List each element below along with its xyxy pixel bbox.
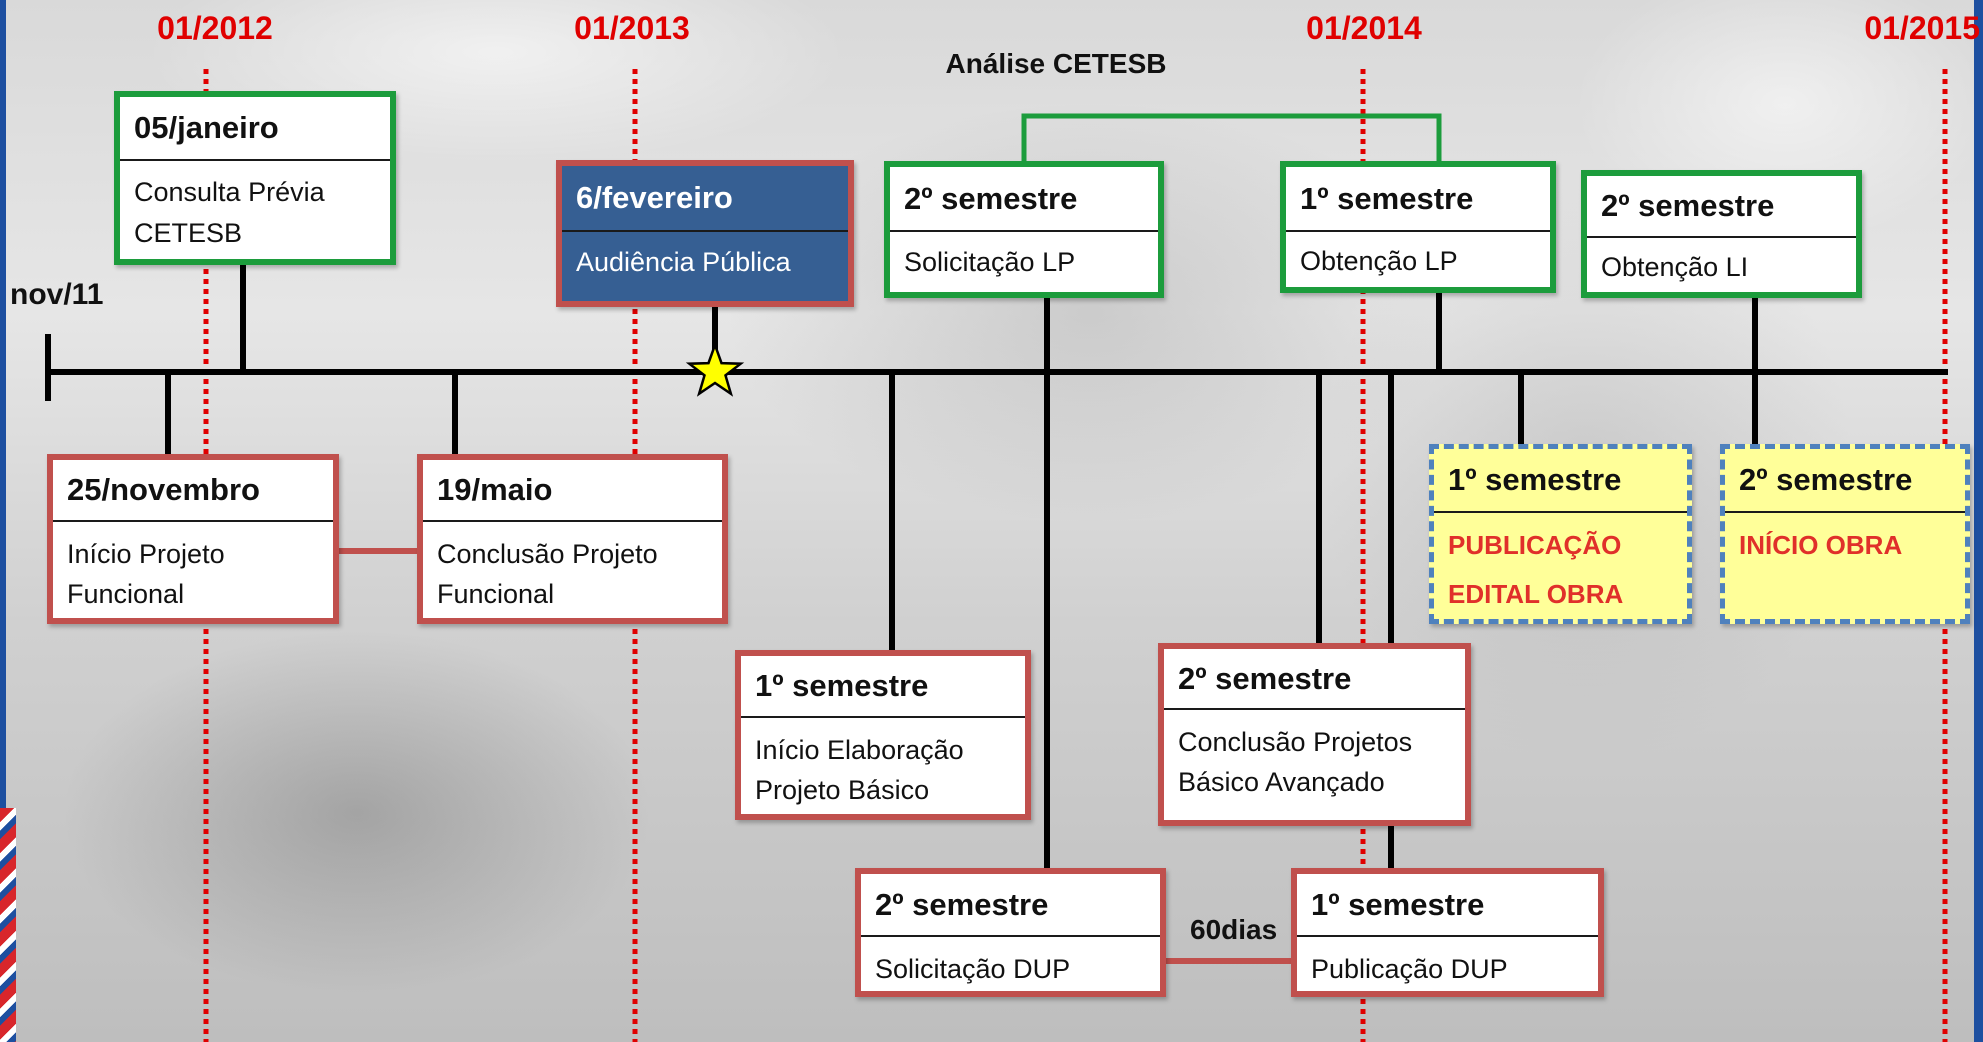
milestone-inicio-projeto-basico: 1º semestre Início Elaboração Projeto Bá… <box>735 650 1031 820</box>
description-line: Início Elaboração <box>755 735 964 765</box>
milestone-description: INÍCIO OBRA <box>1725 513 1965 570</box>
milestone-obtencao-lp: 1º semestre Obtenção LP <box>1280 161 1556 293</box>
milestone-date: 2º semestre <box>861 874 1160 937</box>
milestone-date: 2º semestre <box>1587 176 1856 238</box>
left-edge-band <box>0 0 6 1042</box>
milestone-solicitacao-dup: 2º semestre Solicitação DUP <box>855 868 1166 997</box>
milestone-publicacao-edital-obra: 1º semestre PUBLICAÇÃO EDITAL OBRA <box>1429 444 1692 624</box>
description-line: Obtenção LP <box>1300 246 1458 276</box>
description-line: Audiência Pública <box>576 247 791 277</box>
milestone-description: Solicitação LP <box>890 232 1158 283</box>
description-line: Início Projeto <box>67 539 225 569</box>
description-line: Solicitação DUP <box>875 954 1071 984</box>
milestone-date: 1º semestre <box>1434 449 1687 513</box>
description-line: Funcional <box>437 579 555 609</box>
milestone-date: 1º semestre <box>1286 167 1550 232</box>
description-line: CETESB <box>134 218 243 248</box>
milestone-date: 2º semestre <box>1164 649 1465 710</box>
description-line: Conclusão Projeto <box>437 539 658 569</box>
milestone-date: 1º semestre <box>741 656 1025 718</box>
description-line: Consulta Prévia <box>134 177 325 207</box>
milestone-description: Solicitação DUP <box>861 937 1160 989</box>
milestone-audiencia-publica: 6/fevereiro Audiência Pública <box>556 160 854 307</box>
milestone-date: 1º semestre <box>1297 874 1598 937</box>
year-marker-label: 01/2013 <box>574 10 690 46</box>
milestone-solicitacao-lp: 2º semestre Solicitação LP <box>884 161 1164 298</box>
description-line: Publicação DUP <box>1311 954 1508 984</box>
description-line: Solicitação LP <box>904 247 1076 277</box>
timeline-start-label: nov/11 <box>10 278 104 311</box>
milestone-description: Obtenção LI <box>1587 238 1856 288</box>
milestone-description: Obtenção LP <box>1286 232 1550 282</box>
description-line: Funcional <box>67 579 185 609</box>
milestone-description: Início Projeto Funcional <box>53 522 333 614</box>
description-line: Conclusão Projetos <box>1178 727 1413 757</box>
milestone-inicio-obra: 2º semestre INÍCIO OBRA <box>1720 444 1970 624</box>
milestone-date: 25/novembro <box>53 460 333 522</box>
milestone-description: Conclusão Projetos Básico Avançado <box>1164 710 1465 802</box>
milestone-description: Início Elaboração Projeto Básico <box>741 718 1025 810</box>
description-line: INÍCIO OBRA <box>1739 530 1903 560</box>
description-line: PUBLICAÇÃO <box>1448 530 1622 560</box>
analysis-label: Análise CETESB <box>945 48 1167 79</box>
milestone-description: Conclusão Projeto Funcional <box>423 522 722 614</box>
year-marker-label: 01/2014 <box>1306 10 1422 46</box>
milestone-date: 6/fevereiro <box>562 166 848 232</box>
analysis-bracket <box>1021 113 1442 161</box>
milestone-consulta-previa: 05/janeiro Consulta Prévia CETESB <box>114 91 396 265</box>
milestone-date: 19/maio <box>423 460 722 522</box>
right-edge-band <box>1974 0 1983 1042</box>
description-line: Básico Avançado <box>1178 767 1385 797</box>
milestone-conclusao-projeto-funcional: 19/maio Conclusão Projeto Funcional <box>417 454 728 624</box>
description-line: EDITAL OBRA <box>1448 579 1624 609</box>
milestone-date: 2º semestre <box>890 167 1158 232</box>
left-edge-stripes <box>0 808 16 1042</box>
star-icon <box>685 341 745 397</box>
milestone-description: Consulta Prévia CETESB <box>120 161 390 254</box>
milestone-date: 2º semestre <box>1725 449 1965 513</box>
milestone-description: Publicação DUP <box>1297 937 1598 989</box>
milestone-inicio-projeto-funcional: 25/novembro Início Projeto Funcional <box>47 454 339 624</box>
milestone-date: 05/janeiro <box>120 97 390 161</box>
interval-label: 60dias <box>1190 914 1278 945</box>
milestone-obtencao-li: 2º semestre Obtenção LI <box>1581 170 1862 298</box>
year-marker-label: 01/2015 <box>1864 10 1980 46</box>
milestone-description: Audiência Pública <box>562 232 848 283</box>
milestone-publicacao-dup: 1º semestre Publicação DUP <box>1291 868 1604 997</box>
description-line: Projeto Básico <box>755 775 930 805</box>
milestone-conclusao-projetos-basico: 2º semestre Conclusão Projetos Básico Av… <box>1158 643 1471 826</box>
milestone-description: PUBLICAÇÃO EDITAL OBRA <box>1434 513 1687 619</box>
year-marker-label: 01/2012 <box>157 10 273 46</box>
description-line: Obtenção LI <box>1601 252 1749 282</box>
